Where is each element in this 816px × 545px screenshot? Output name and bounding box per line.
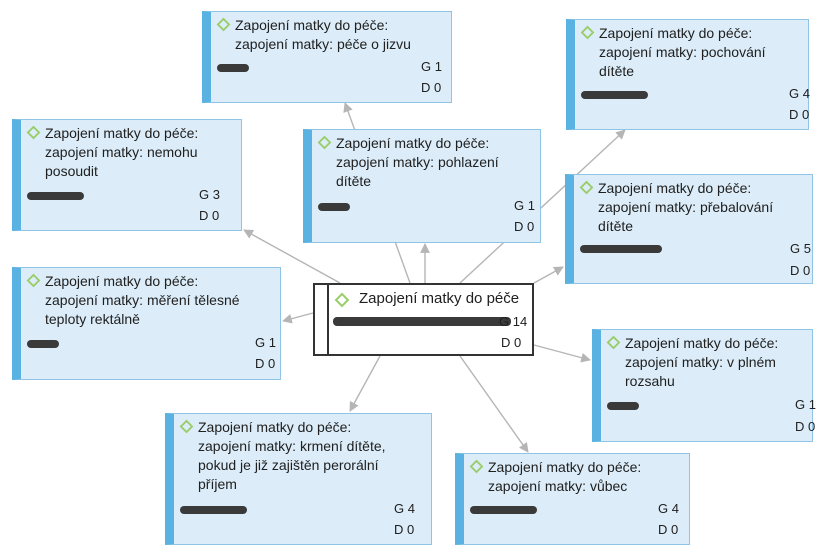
code-node[interactable]: Zapojení matky do péče: zapojení matky: …	[202, 11, 452, 103]
node-title: Zapojení matky do péče: zapojení matky: …	[45, 273, 240, 327]
central-node-divider	[327, 285, 329, 354]
g-count: G 1	[421, 59, 442, 74]
code-node[interactable]: Zapojení matky do péče: zapojení matky: …	[12, 119, 242, 231]
node-title: Zapojení matky do péče: zapojení matky: …	[336, 135, 499, 189]
node-title: Zapojení matky do péče: zapojení matky: …	[45, 125, 199, 179]
code-node[interactable]: Zapojení matky do péče: zapojení matky: …	[165, 413, 432, 545]
diamond-icon	[469, 459, 484, 474]
diamond-icon	[216, 17, 231, 32]
g-count: G 5	[790, 241, 811, 256]
d-count: D 0	[658, 522, 679, 537]
groundedness-bar	[217, 64, 249, 72]
central-node-bar	[333, 317, 511, 326]
g-count: G 4	[394, 501, 415, 516]
g-count: G 1	[255, 335, 276, 350]
g-count: G 3	[199, 187, 220, 202]
central-node[interactable]: Zapojení matky do péče G 14 D 0	[313, 283, 534, 356]
edge-n7	[533, 344, 591, 363]
diamond-icon	[317, 135, 332, 150]
edge-n9	[459, 355, 529, 453]
d-count: D 0	[199, 208, 220, 223]
central-node-d-count: D 0	[501, 335, 522, 350]
code-node[interactable]: Zapojení matky do péče: zapojení matky: …	[455, 453, 690, 545]
diamond-icon	[179, 419, 194, 434]
d-count: D 0	[421, 80, 442, 95]
central-node-g-count: G 14	[499, 314, 528, 329]
code-node[interactable]: Zapojení matky do péče: zapojení matky: …	[565, 174, 813, 284]
d-count: D 0	[795, 419, 816, 434]
groundedness-bar	[581, 91, 648, 99]
diamond-icon	[26, 125, 41, 140]
node-title: Zapojení matky do péče: zapojení matky: …	[625, 335, 779, 389]
d-count: D 0	[789, 107, 810, 122]
diamond-icon	[26, 273, 41, 288]
g-count: G 1	[795, 397, 816, 412]
code-node[interactable]: Zapojení matky do péče: zapojení matky: …	[12, 267, 281, 380]
node-title: Zapojení matky do péče: zapojení matky: …	[598, 180, 774, 234]
groundedness-bar	[27, 340, 59, 348]
groundedness-bar	[27, 192, 84, 200]
groundedness-bar	[607, 402, 639, 410]
g-count: G 4	[789, 86, 810, 101]
diamond-icon	[334, 292, 350, 308]
diamond-icon	[606, 335, 621, 350]
diamond-icon	[579, 180, 594, 195]
groundedness-bar	[470, 506, 537, 514]
node-title: Zapojení matky do péče: zapojení matky: …	[198, 419, 386, 492]
d-count: D 0	[394, 522, 415, 537]
groundedness-bar	[180, 506, 247, 514]
g-count: G 1	[514, 198, 535, 213]
groundedness-bar	[318, 203, 350, 211]
d-count: D 0	[514, 219, 535, 234]
central-node-title: Zapojení matky do péče	[359, 290, 520, 307]
code-node[interactable]: Zapojení matky do péče: zapojení matky: …	[303, 129, 541, 243]
code-node[interactable]: Zapojení matky do péče: zapojení matky: …	[592, 329, 816, 442]
groundedness-bar	[580, 245, 662, 253]
node-title: Zapojení matky do péče: zapojení matky: …	[488, 459, 642, 494]
node-title: Zapojení matky do péče: zapojení matky: …	[599, 25, 766, 79]
code-node[interactable]: Zapojení matky do péče: zapojení matky: …	[566, 19, 810, 130]
edge-n5	[533, 266, 564, 284]
edge-n8	[349, 355, 381, 412]
g-count: G 4	[658, 501, 679, 516]
node-title: Zapojení matky do péče: zapojení matky: …	[235, 17, 411, 52]
d-count: D 0	[255, 356, 276, 371]
d-count: D 0	[790, 263, 811, 278]
diamond-icon	[580, 25, 595, 40]
edge-n6	[282, 312, 314, 324]
